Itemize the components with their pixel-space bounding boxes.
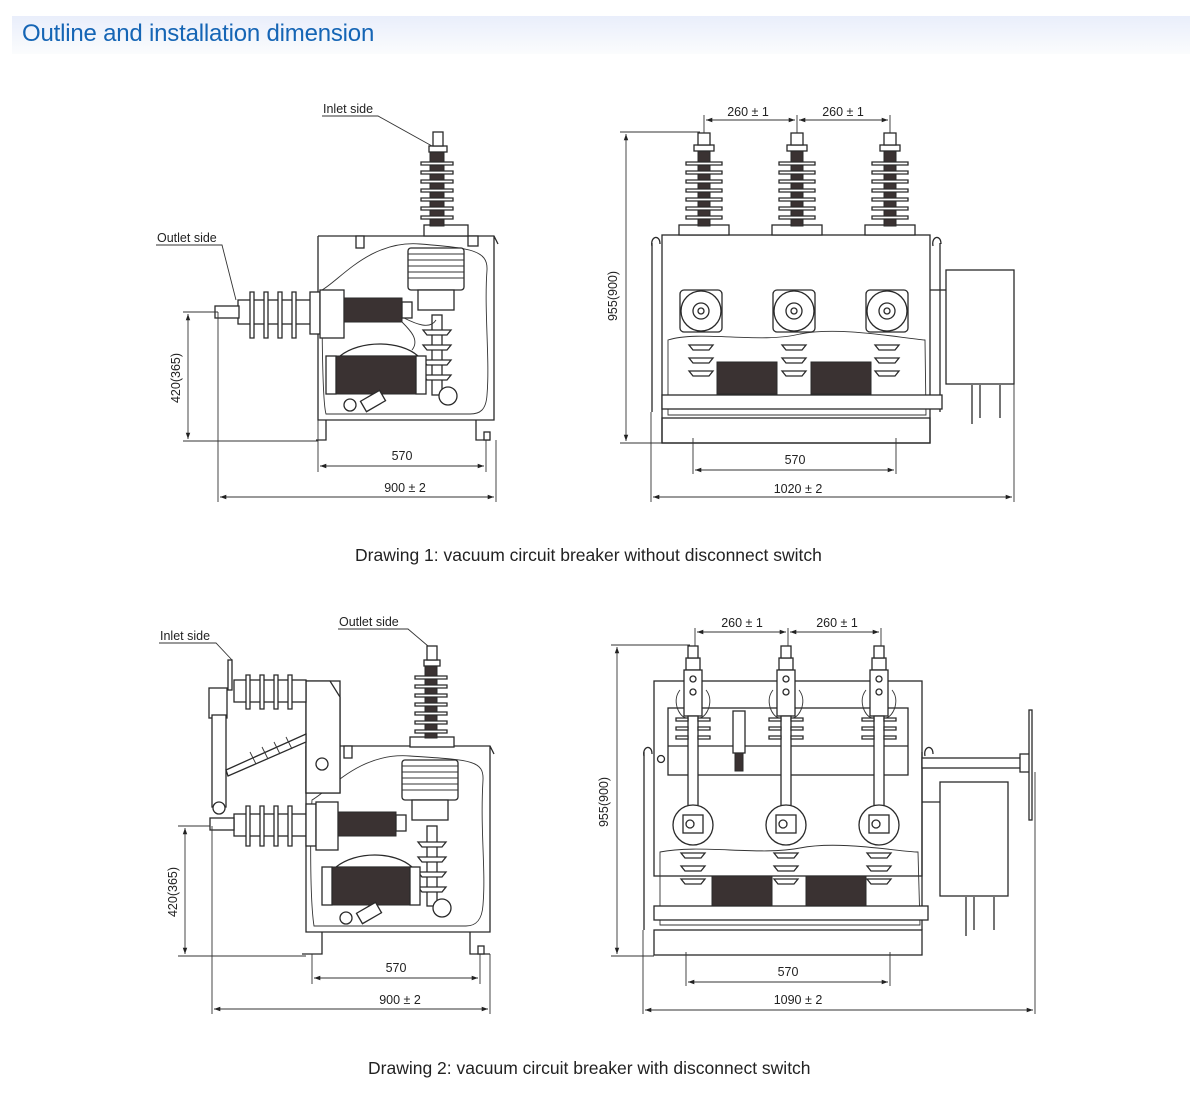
d2-front-height-dim: 955(900) bbox=[597, 777, 611, 827]
d1-side-height-dim: 420(365) bbox=[169, 353, 183, 403]
d1-outlet-label: Outlet side bbox=[157, 231, 217, 245]
d2-front-pitch-right-dim: 260 ± 1 bbox=[816, 616, 858, 630]
d1-side-width-dim: 900 ± 2 bbox=[384, 481, 426, 495]
d1-side-inlet-insulator bbox=[420, 131, 469, 237]
d1-front-pitch-left-dim: 260 ± 1 bbox=[727, 105, 769, 119]
d1-side-outlet-insulator bbox=[214, 289, 413, 339]
d2-front-pitch-left-dim: 260 ± 1 bbox=[721, 616, 763, 630]
d1-control-box bbox=[945, 269, 1015, 385]
d1-inlet-label: Inlet side bbox=[323, 102, 373, 116]
d2-front-view: 260 ± 1 260 ± 1 955(900) 570 1090 ± 2 bbox=[597, 616, 1036, 1014]
d2-control-box bbox=[939, 781, 1009, 897]
d2-front-pole bbox=[672, 645, 714, 846]
d1-front-bushings bbox=[679, 289, 909, 333]
d1-side-view: Inlet side Outlet side 420(365) 570 900 … bbox=[156, 102, 499, 502]
d1-side-base-dim: 570 bbox=[392, 449, 413, 463]
d2-side-base-dim: 570 bbox=[386, 961, 407, 975]
drawing1-caption: Drawing 1: vacuum circuit breaker withou… bbox=[355, 545, 822, 565]
d1-front-width-dim: 1020 ± 2 bbox=[774, 482, 823, 496]
d2-inlet-label: Inlet side bbox=[160, 629, 210, 643]
d2-side-width-dim: 900 ± 2 bbox=[379, 993, 421, 1007]
d1-front-pitch-right-dim: 260 ± 1 bbox=[822, 105, 864, 119]
section-title: Outline and installation dimension bbox=[22, 20, 375, 47]
drawing2-caption: Drawing 2: vacuum circuit breaker with d… bbox=[368, 1058, 811, 1078]
d2-side-view: Inlet side Outlet side 420(365) 570 900 … bbox=[159, 615, 495, 1014]
d2-front-base-dim: 570 bbox=[778, 965, 799, 979]
d2-side-height-dim: 420(365) bbox=[166, 867, 180, 917]
d2-side-outlet-insulator bbox=[409, 645, 455, 748]
d1-front-insulator bbox=[678, 132, 730, 236]
d2-front-width-dim: 1090 ± 2 bbox=[774, 993, 823, 1007]
d1-front-base-dim: 570 bbox=[785, 453, 806, 467]
d1-front-height-dim: 955(900) bbox=[606, 271, 620, 321]
d2-outlet-label: Outlet side bbox=[339, 615, 399, 629]
d1-front-view: 260 ± 1 260 ± 1 955(900) 570 1020 ± 2 bbox=[606, 105, 1015, 502]
section-header: Outline and installation dimension bbox=[12, 16, 1190, 54]
